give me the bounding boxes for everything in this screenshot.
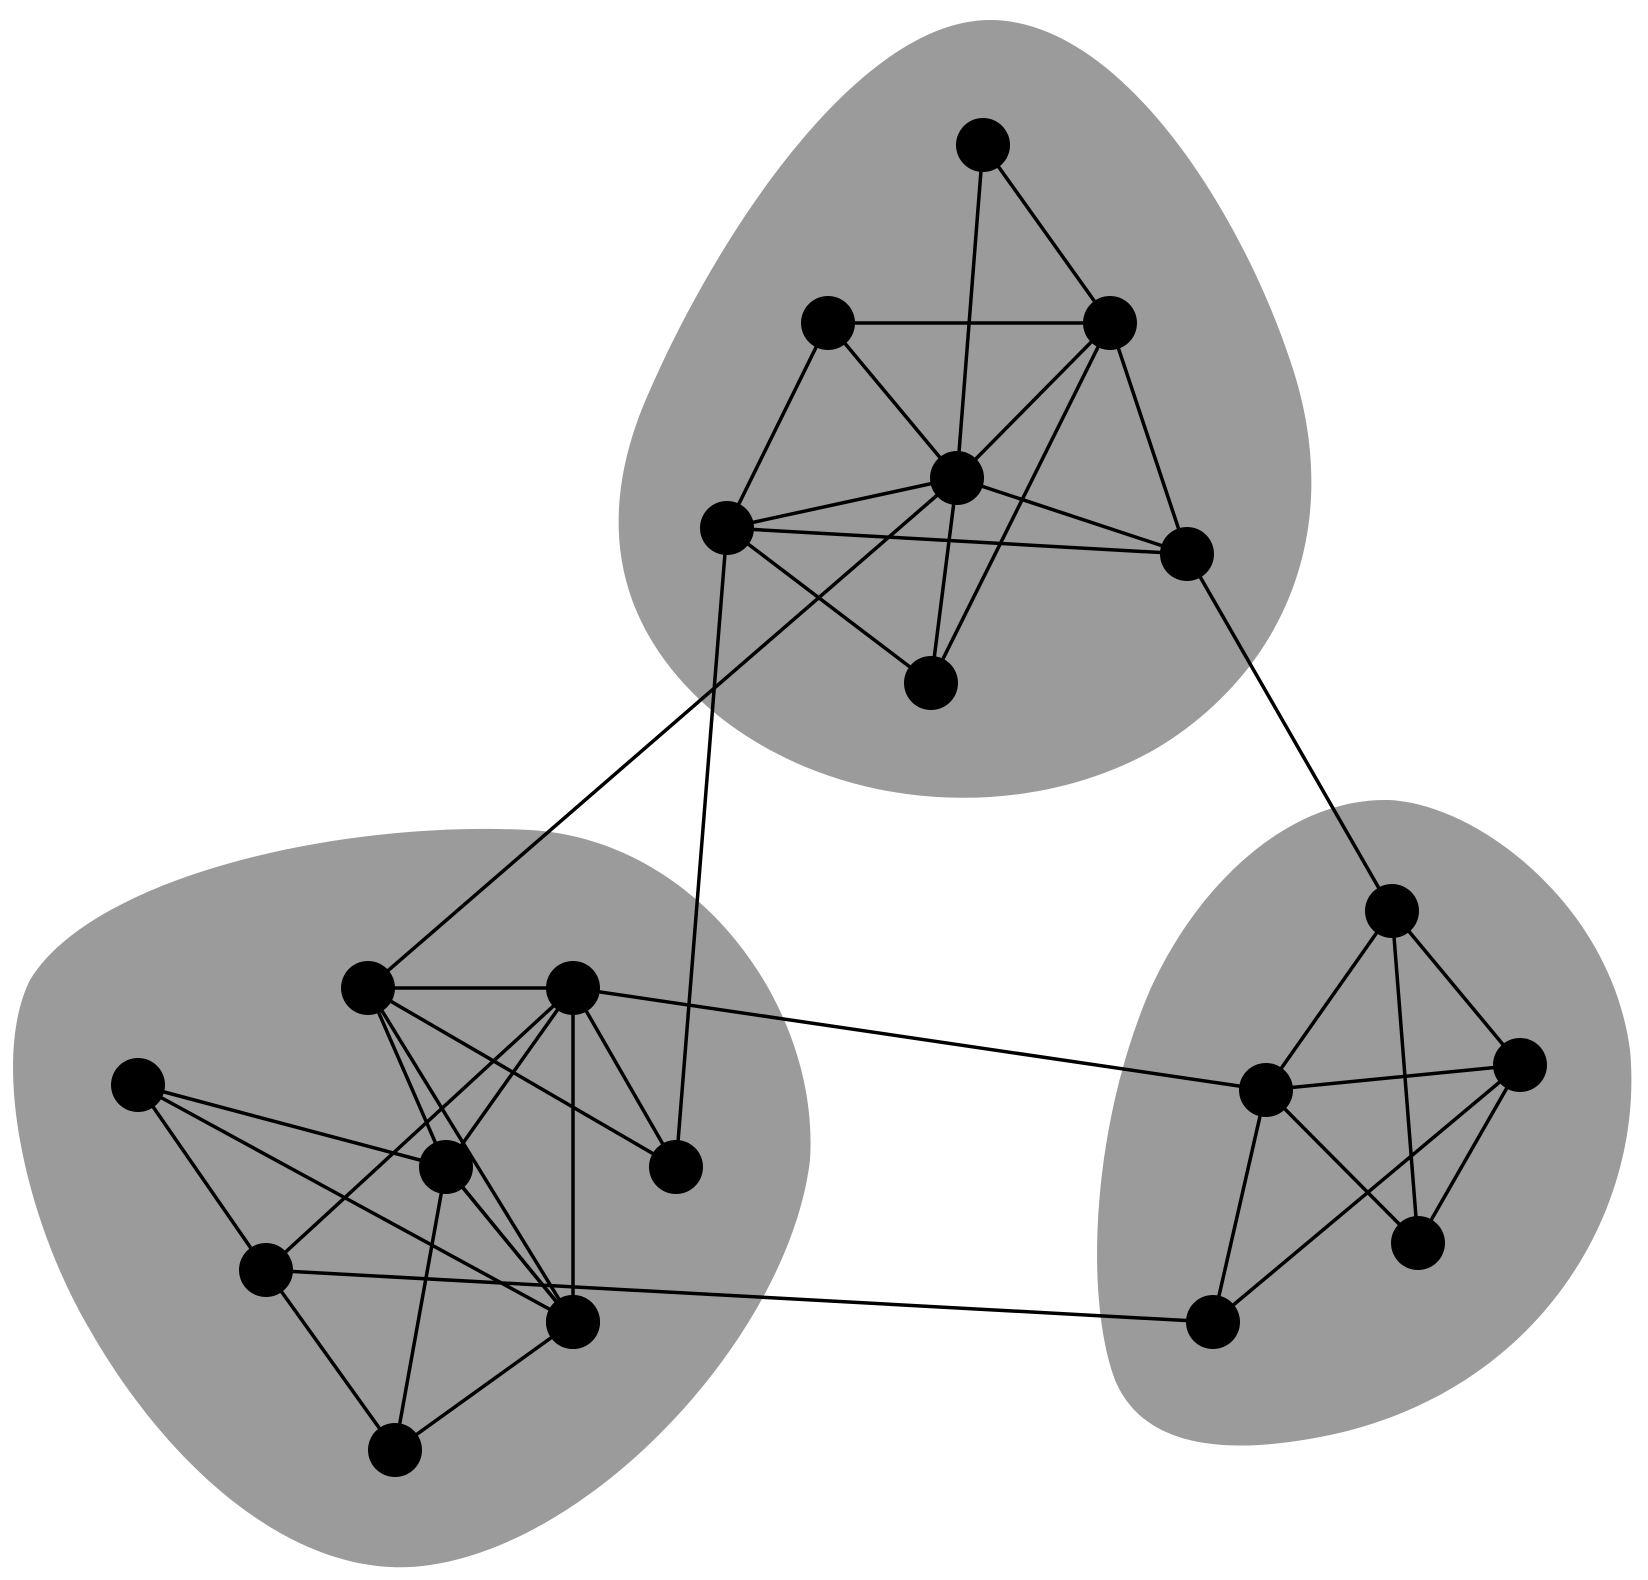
edge-t2-t5 [725, 321, 830, 530]
community-blob-top [618, 20, 1312, 798]
community-blob-bottom-left [13, 828, 811, 1568]
edge-t3-t6 [1108, 321, 1189, 556]
edge-l8-l9 [264, 1268, 397, 1452]
edge-r2-r5 [1211, 1088, 1268, 1324]
node-l3 [111, 1058, 165, 1112]
edge-l8-r5 [264, 1268, 1215, 1324]
node-r5 [1186, 1295, 1240, 1349]
edge-t3-t7 [929, 321, 1112, 685]
node-t7 [904, 656, 958, 710]
edge-t1-t3 [981, 143, 1112, 325]
nodes-layer [111, 118, 1547, 1477]
edge-l1-l5 [366, 986, 678, 1169]
edge-t6-r1 [1185, 552, 1394, 913]
edge-t4-t5 [725, 476, 959, 530]
node-t3 [1083, 296, 1137, 350]
edge-l1-l4 [366, 986, 448, 1169]
edge-r1-r3 [1390, 909, 1522, 1067]
node-r4 [1391, 1216, 1445, 1270]
node-l8 [239, 1243, 293, 1297]
edge-t1-t4 [955, 143, 985, 480]
edge-l2-l5 [571, 986, 678, 1169]
node-l9 [368, 1423, 422, 1477]
edge-t3-t4 [955, 321, 1112, 480]
edge-t4-l1 [366, 476, 959, 990]
edge-r2-r3 [1264, 1063, 1522, 1092]
edges-layer [136, 143, 1522, 1452]
node-l5 [649, 1140, 703, 1194]
edge-t4-t7 [929, 476, 959, 685]
node-l1 [341, 961, 395, 1015]
edge-l2-r2 [571, 986, 1268, 1092]
edge-l7-l9 [393, 1320, 575, 1452]
node-r3 [1493, 1038, 1547, 1092]
edge-l2-l8 [264, 986, 575, 1272]
node-t2 [801, 296, 855, 350]
edge-r3-r5 [1211, 1063, 1522, 1324]
node-l2 [546, 961, 600, 1015]
edge-t5-t7 [725, 526, 933, 685]
edge-l2-l4 [444, 986, 575, 1169]
edge-l3-l8 [136, 1083, 268, 1272]
edge-t5-t6 [725, 526, 1189, 556]
edge-l4-l7 [444, 1165, 575, 1324]
edge-r3-r4 [1416, 1063, 1522, 1245]
node-t6 [1160, 527, 1214, 581]
edge-t5-l5 [674, 526, 729, 1169]
node-t4 [930, 451, 984, 505]
edge-l4-l9 [393, 1165, 448, 1452]
node-l4 [419, 1140, 473, 1194]
node-r1 [1365, 884, 1419, 938]
community-blob-right [1097, 800, 1632, 1446]
node-t1 [956, 118, 1010, 172]
communities-layer [13, 20, 1632, 1568]
edge-r2-r4 [1264, 1088, 1420, 1245]
node-t5 [700, 501, 754, 555]
edge-l1-l7 [366, 986, 575, 1324]
node-l7 [546, 1295, 600, 1349]
edge-t2-t4 [826, 321, 959, 480]
node-r2 [1239, 1063, 1293, 1117]
edge-t4-t6 [955, 476, 1189, 556]
edge-r1-r2 [1264, 909, 1394, 1092]
edge-l3-l4 [136, 1083, 448, 1169]
